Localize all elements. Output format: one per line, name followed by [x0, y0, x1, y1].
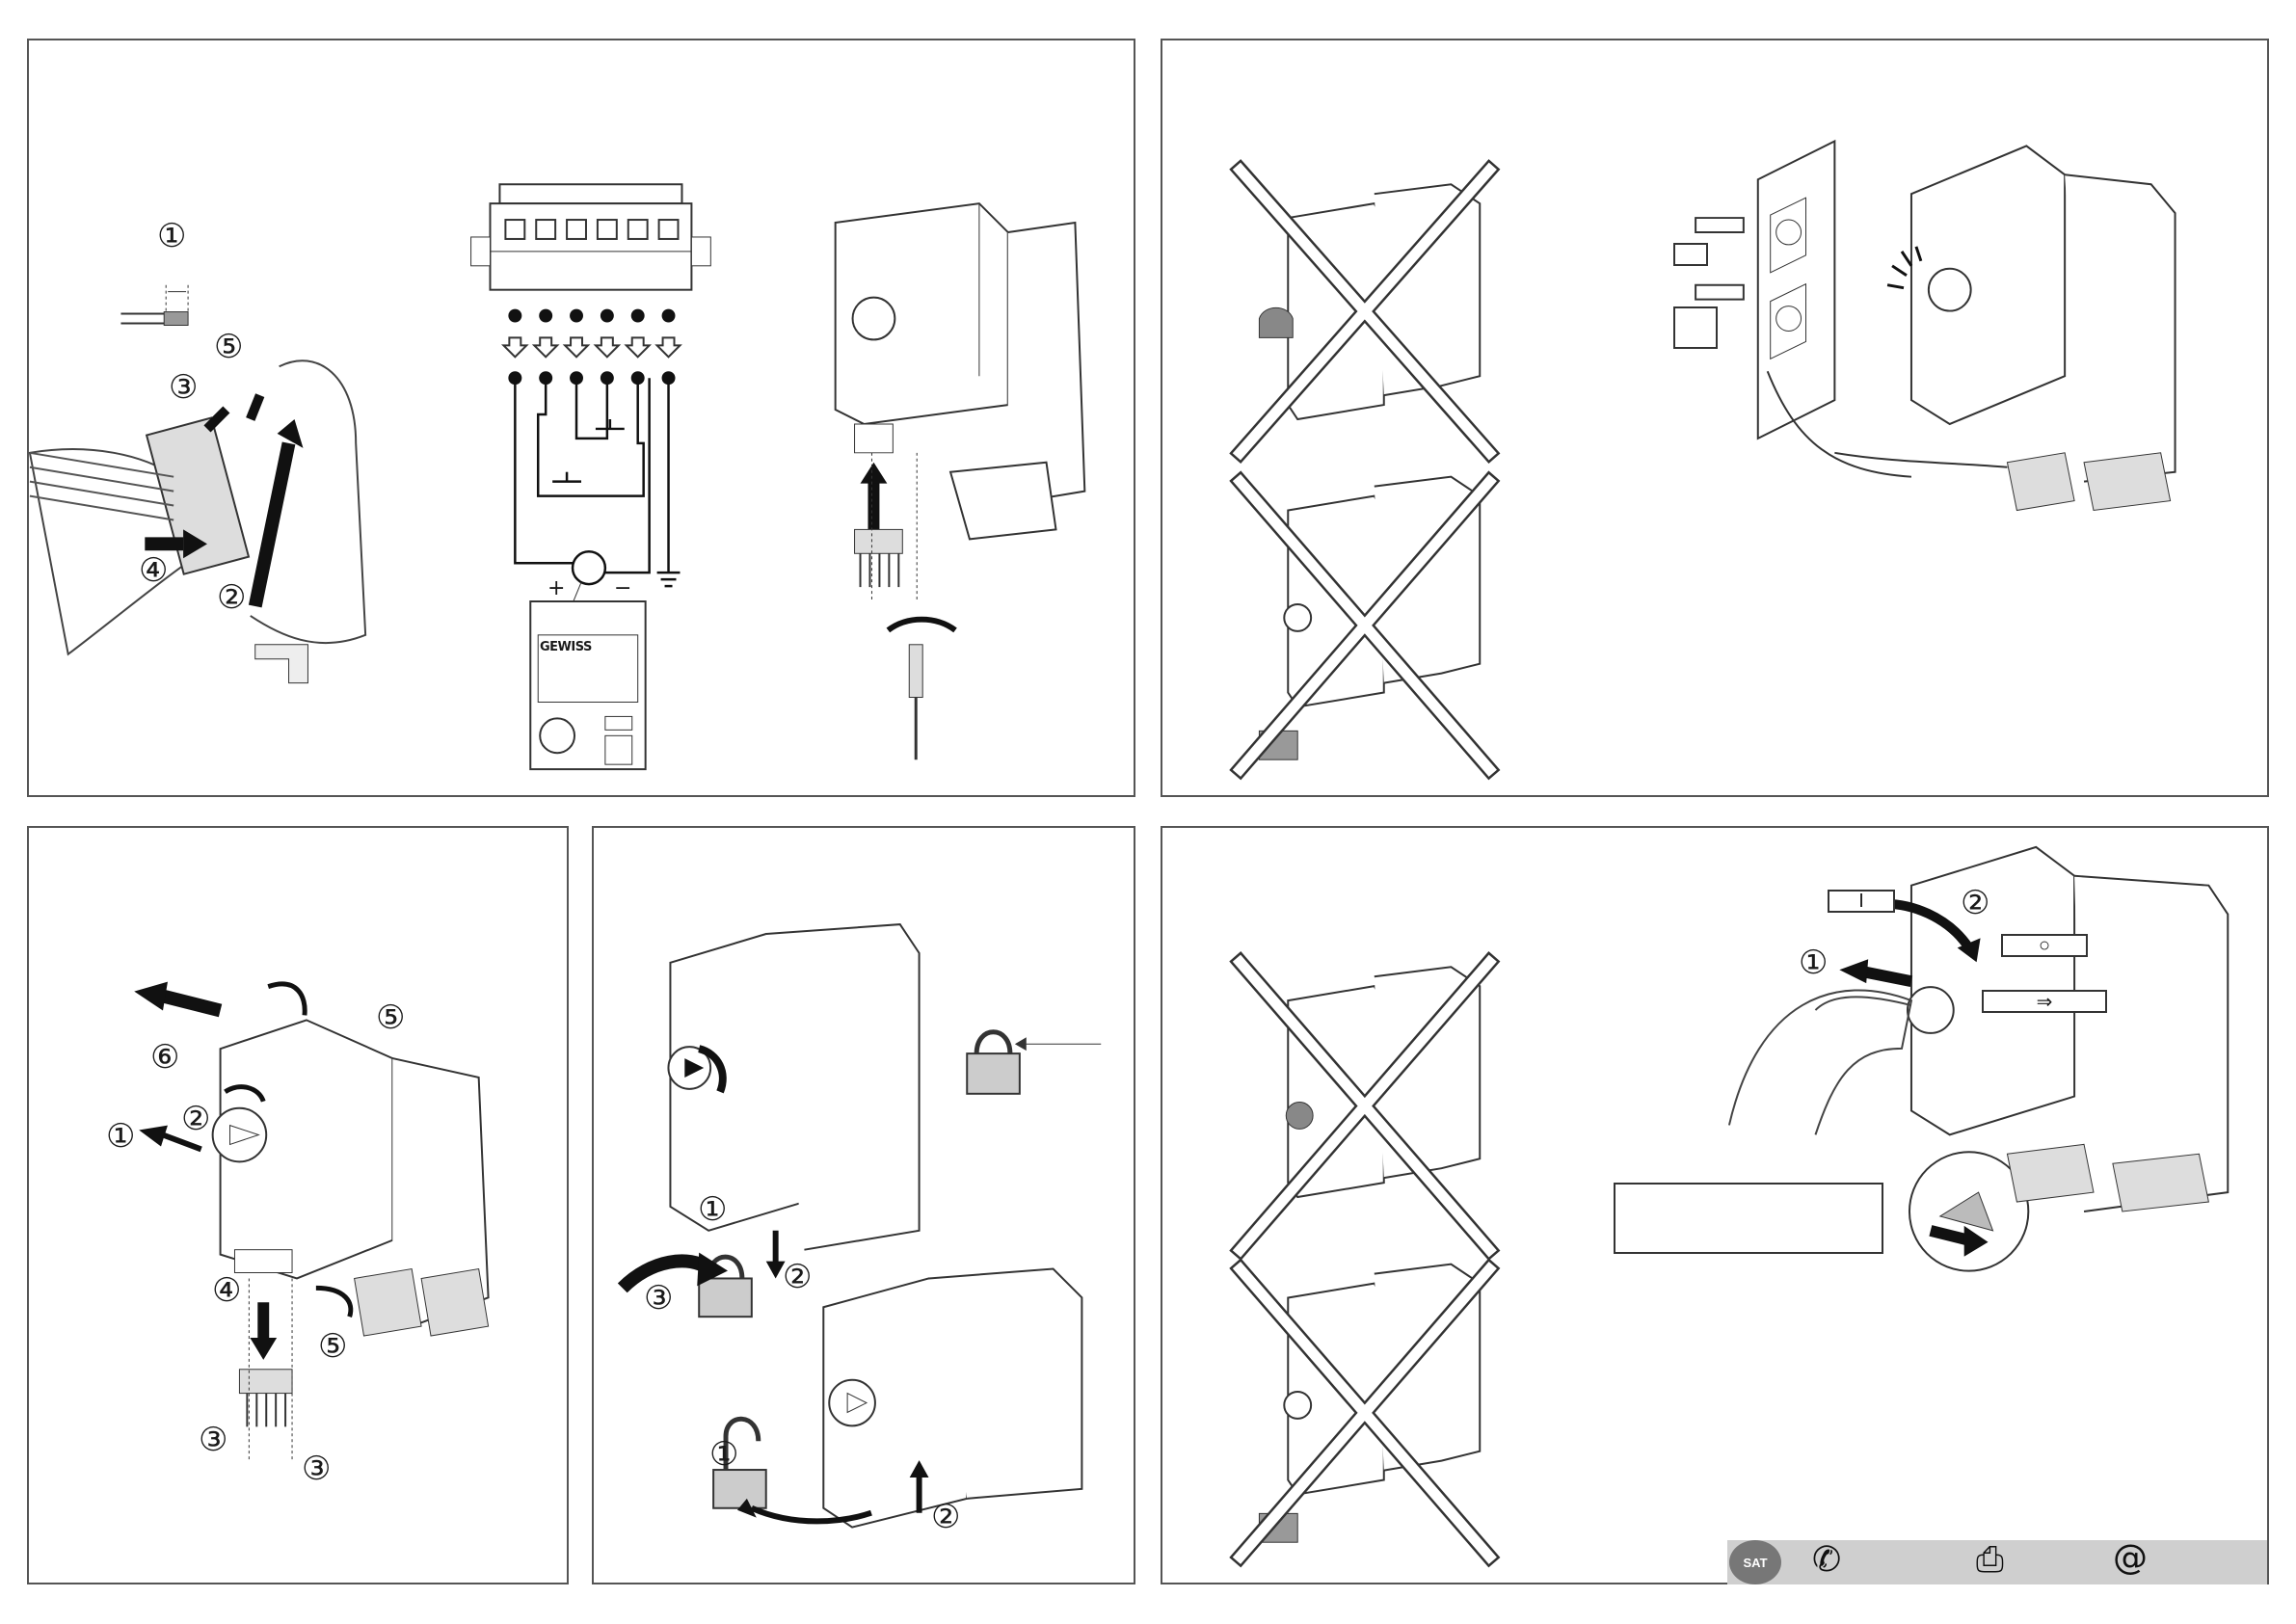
- trip-arrow-text: ⇒: [2037, 990, 2053, 1014]
- wiring-step-2: ②: [217, 578, 246, 617]
- wiring-step-5: ⑤: [214, 328, 243, 366]
- padlock-step-1-top: ①: [698, 1190, 727, 1229]
- remove-step-3-right: ③: [302, 1450, 331, 1488]
- panel-do-not: [1161, 39, 2269, 797]
- position-o-text: ○: [2039, 935, 2050, 957]
- position-o-label: ○: [2001, 934, 2088, 957]
- sat-logo: SAT: [1729, 1540, 1781, 1584]
- padlock-step-2-bottom: ②: [931, 1498, 960, 1536]
- polarity-plus: +: [547, 576, 565, 600]
- remove-step-2: ②: [181, 1100, 210, 1138]
- wiring-step-4: ④: [139, 551, 168, 590]
- wiring-step-3: ③: [169, 368, 198, 407]
- position-i-label: I: [1828, 890, 1895, 913]
- remove-step-1: ①: [106, 1117, 135, 1156]
- padlock-step-3: ③: [644, 1279, 673, 1318]
- fax-icon: ⎙: [1976, 1540, 2004, 1581]
- sat-contact-bar: SAT ✆ ⎙ @: [1727, 1540, 2267, 1584]
- remove-step-5-top: ⑤: [376, 998, 405, 1037]
- panel-padlock: ① ③ ② ① ②: [592, 826, 1135, 1584]
- panel-manual: I ○ ⇒ ① ②: [1161, 826, 2269, 1584]
- manual-step-2: ②: [1961, 884, 1989, 922]
- manual-note-box: [1614, 1183, 1883, 1254]
- brand-logo: GEWISS: [540, 640, 592, 654]
- position-i-text: I: [1858, 891, 1864, 913]
- remove-step-5-bottom: ⑤: [318, 1327, 347, 1366]
- at-icon: @: [2113, 1538, 2148, 1578]
- wiring-step-1: ①: [157, 217, 186, 255]
- do-not-label-box-2: [1673, 306, 1718, 349]
- wiring-illustration: [29, 40, 1134, 795]
- remove-illustration: [29, 828, 567, 1583]
- remove-step-6: ⑥: [150, 1038, 179, 1077]
- remove-step-3-left: ③: [199, 1421, 227, 1459]
- panel-remove: ⑥ ⑤ ① ② ④ ⑤ ③ ③: [27, 826, 569, 1584]
- padlock-step-2-top: ②: [783, 1258, 812, 1296]
- panel-wiring: ① ⑤ ③ ④ ② + − GEWISS: [27, 39, 1135, 797]
- manual-step-1: ①: [1799, 944, 1828, 982]
- phone-icon: ✆: [1812, 1540, 1841, 1580]
- do-not-label-box-1: [1673, 243, 1708, 266]
- do-not-illustration: [1162, 40, 2267, 795]
- padlock-illustration: [594, 828, 1134, 1583]
- polarity-minus: −: [614, 576, 631, 600]
- padlock-step-1-bottom: ①: [709, 1435, 738, 1474]
- sat-logo-text: SAT: [1743, 1556, 1767, 1570]
- remove-step-4: ④: [212, 1271, 241, 1310]
- trip-arrow-label: ⇒: [1982, 990, 2107, 1013]
